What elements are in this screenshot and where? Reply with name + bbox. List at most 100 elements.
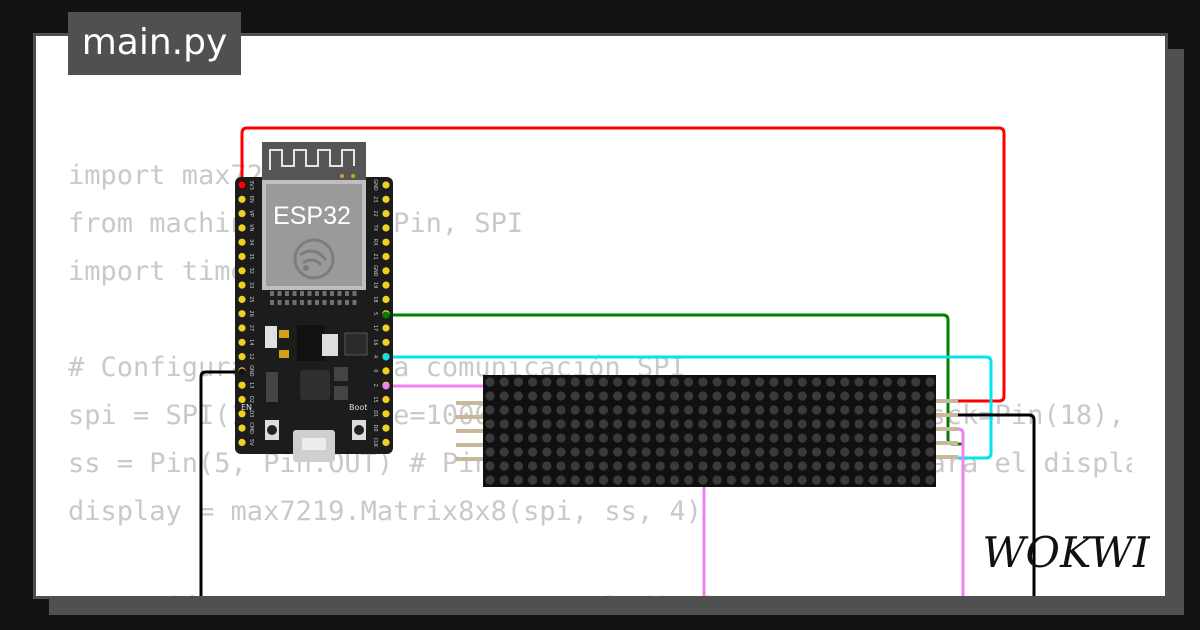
- led: [755, 461, 765, 471]
- pin-25[interactable]: [238, 295, 246, 303]
- wokwi-logo-text: WOKWI: [982, 528, 1151, 577]
- led: [485, 405, 495, 415]
- pin-13[interactable]: [238, 381, 246, 389]
- code-line: display = max7219.Matrix8x8(spi, ss, 4): [68, 496, 702, 527]
- led: [485, 419, 495, 429]
- pin-label: CLK: [372, 438, 378, 448]
- pin-cmd[interactable]: [238, 424, 246, 432]
- led: [669, 419, 680, 429]
- led: [570, 433, 580, 443]
- led: [769, 377, 779, 387]
- pin-18[interactable]: [382, 295, 390, 303]
- boot-button[interactable]: [352, 420, 366, 440]
- pin-15[interactable]: [382, 395, 390, 404]
- pin-label: D0: [372, 425, 378, 432]
- pin-32[interactable]: [238, 267, 246, 275]
- led: [669, 447, 680, 457]
- pin-26[interactable]: [238, 310, 246, 318]
- led: [528, 377, 538, 387]
- pin-16[interactable]: [382, 338, 390, 346]
- esp32-board[interactable]: ESP32 EN Boot: [235, 142, 393, 462]
- pin-34[interactable]: [238, 238, 246, 246]
- castellation: [300, 300, 304, 305]
- led: [485, 377, 495, 387]
- led: [840, 475, 850, 485]
- pin-tx[interactable]: [382, 224, 390, 232]
- pin-22[interactable]: [382, 210, 390, 218]
- pin-d0[interactable]: [382, 424, 390, 432]
- pin-en[interactable]: [238, 195, 246, 203]
- led: [655, 461, 665, 471]
- pin-14[interactable]: [238, 338, 246, 346]
- led: [769, 447, 779, 457]
- led: [598, 405, 609, 415]
- led-matrix[interactable]: [456, 375, 958, 487]
- led: [797, 377, 807, 387]
- led: [712, 475, 722, 485]
- pin-vn[interactable]: [238, 224, 246, 232]
- wire-din[interactable]: [955, 427, 965, 600]
- led: [783, 377, 793, 387]
- led: [925, 391, 935, 401]
- led: [911, 475, 921, 485]
- pin-gnd[interactable]: [382, 181, 390, 189]
- matrix-leds: [485, 377, 935, 485]
- led: [712, 391, 722, 401]
- pin-vp[interactable]: [238, 210, 246, 218]
- wire-gnd[interactable]: [955, 413, 1036, 600]
- led: [797, 461, 807, 471]
- led: [740, 447, 751, 457]
- led: [584, 433, 595, 443]
- pin-19[interactable]: [382, 281, 390, 289]
- led: [641, 447, 651, 457]
- en-button[interactable]: [265, 420, 279, 440]
- led: [641, 461, 651, 471]
- pin-21[interactable]: [382, 252, 390, 261]
- pin-35[interactable]: [238, 252, 246, 261]
- led: [556, 475, 566, 485]
- led: [684, 405, 694, 415]
- pin-17[interactable]: [382, 324, 390, 332]
- castellation: [307, 300, 312, 305]
- pin-27[interactable]: [238, 324, 246, 332]
- led: [826, 419, 836, 429]
- led: [826, 377, 836, 387]
- pin-23[interactable]: [382, 195, 390, 203]
- pin-label: RX: [372, 239, 378, 246]
- led: [499, 391, 509, 401]
- led: [669, 405, 680, 415]
- castellation: [352, 300, 357, 305]
- led: [911, 419, 921, 429]
- led: [584, 475, 595, 485]
- led: [769, 405, 779, 415]
- led: [542, 419, 552, 429]
- esp32-label: ESP32: [273, 202, 351, 230]
- pin-rx[interactable]: [382, 238, 390, 246]
- led: [641, 405, 651, 415]
- led: [684, 377, 694, 387]
- pin-5v[interactable]: [238, 438, 246, 446]
- led: [641, 377, 651, 387]
- pin-d2[interactable]: [238, 395, 246, 404]
- pin-0[interactable]: [382, 367, 390, 375]
- wire-vcc[interactable]: [240, 126, 1006, 403]
- pin-clk[interactable]: [382, 438, 390, 446]
- wire-endpoints: [237, 180, 390, 390]
- pin-gnd[interactable]: [382, 267, 390, 275]
- led: [925, 461, 935, 471]
- led: [811, 419, 822, 429]
- led: [882, 433, 893, 443]
- file-tab-main-py[interactable]: main.py: [68, 12, 241, 75]
- pin-33[interactable]: [238, 281, 246, 289]
- castellation: [270, 291, 274, 296]
- pin-12[interactable]: [238, 353, 246, 361]
- led: [598, 391, 609, 401]
- pin-d1[interactable]: [382, 410, 390, 418]
- wire-gnd[interactable]: [199, 370, 242, 600]
- pin-d3[interactable]: [238, 410, 246, 418]
- led: [811, 447, 822, 457]
- boot-label: Boot: [349, 403, 367, 412]
- led: [485, 461, 495, 471]
- wire-clk[interactable]: [386, 355, 993, 460]
- led: [740, 419, 751, 429]
